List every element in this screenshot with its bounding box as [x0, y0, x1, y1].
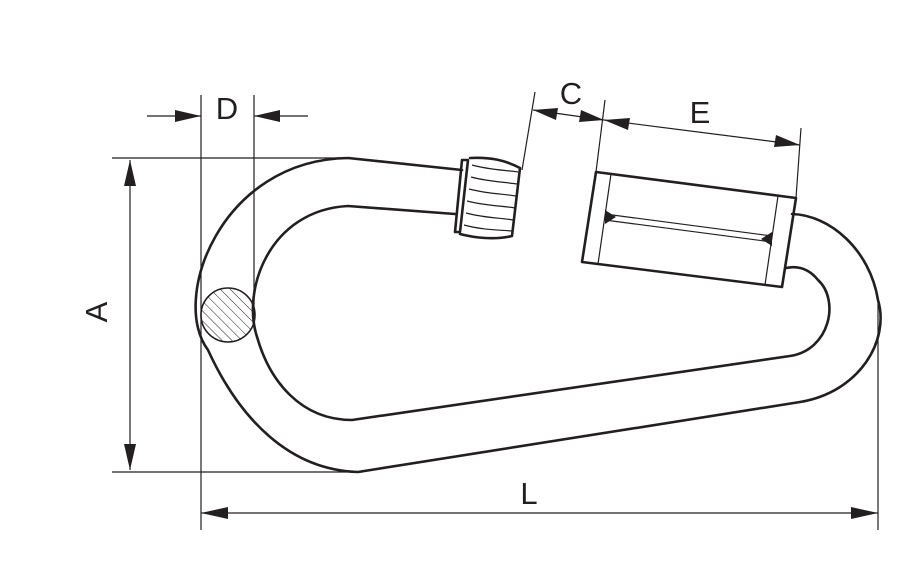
dimension-e: [603, 118, 801, 147]
screw-sleeve: [580, 170, 798, 289]
extension-lines: [112, 91, 879, 530]
label-c: C: [560, 76, 582, 111]
wire-cross-section: [200, 287, 256, 343]
threaded-end: [453, 156, 522, 240]
hook-outer-contour: [194, 156, 882, 474]
dimension-a: [124, 160, 136, 470]
dimension-d: [147, 110, 308, 122]
label-e: E: [690, 95, 711, 130]
hook-inner-contour: [251, 204, 831, 422]
dimension-l: [201, 507, 878, 519]
label-l: L: [520, 476, 537, 511]
label-d: D: [216, 91, 238, 126]
dimension-c: [532, 108, 605, 122]
label-a: A: [79, 301, 114, 322]
